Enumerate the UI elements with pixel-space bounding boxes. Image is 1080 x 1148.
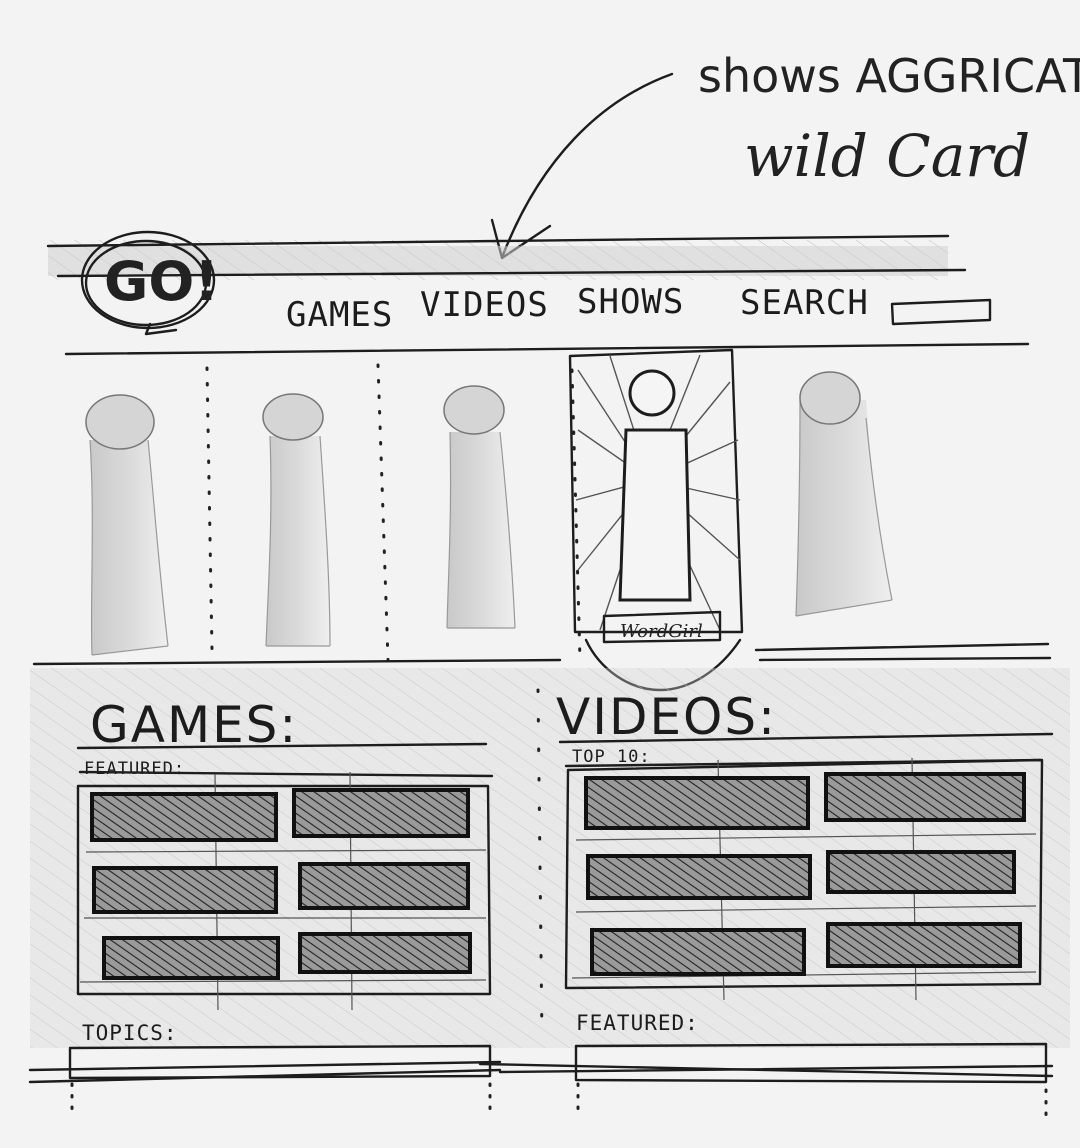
videos-featured-strip[interactable] — [478, 1042, 1054, 1084]
carousel-dividers — [205, 363, 582, 662]
carousel-item-5[interactable] — [795, 371, 893, 617]
annotation-line-1: shows AGGRICATE — [698, 49, 1080, 103]
games-featured-tile-4[interactable] — [298, 862, 470, 910]
games-featured-tile-6[interactable] — [298, 932, 472, 974]
games-title-rule — [76, 742, 488, 750]
header-bar — [46, 234, 1030, 356]
videos-top10-tile-5[interactable] — [590, 928, 806, 976]
annotation-arrow — [490, 72, 674, 260]
games-featured-tile-5[interactable] — [102, 936, 280, 980]
carousel-item-1[interactable] — [85, 394, 169, 656]
carousel-item-2[interactable] — [262, 393, 331, 647]
carousel-bottom-rule — [32, 642, 1052, 666]
videos-top10-tile-4[interactable] — [826, 850, 1016, 894]
annotation-line-2: wild Card — [744, 122, 1030, 190]
games-featured-tile-3[interactable] — [92, 866, 278, 914]
videos-top10-tile-3[interactable] — [586, 854, 812, 900]
carousel-item-3[interactable] — [443, 385, 516, 629]
videos-top10-tile-6[interactable] — [826, 922, 1022, 968]
videos-top10-tile-2[interactable] — [824, 772, 1026, 822]
search-input[interactable] — [890, 298, 992, 326]
videos-top10-label: TOP 10: — [572, 747, 651, 767]
nav-videos[interactable]: VIDEOS — [420, 285, 549, 325]
logo[interactable]: GO! — [80, 230, 219, 336]
videos-title-rule — [558, 732, 1054, 744]
section-divider — [536, 688, 544, 1042]
carousel-item-featured[interactable]: WordGirl — [568, 348, 744, 692]
topics-strip[interactable] — [28, 1044, 502, 1084]
videos-featured-label: FEATURED: — [576, 1011, 699, 1035]
nav-search: SEARCH — [740, 283, 869, 323]
games-featured-tile-2[interactable] — [292, 788, 470, 838]
featured-show-name: WordGirl — [620, 621, 703, 642]
bottom-continuation-dots — [70, 1082, 1048, 1118]
games-featured-tile-1[interactable] — [90, 792, 278, 842]
games-featured-label: FEATURED: — [84, 759, 185, 779]
games-section-title: GAMES: — [90, 696, 298, 754]
logo-text: GO! — [104, 250, 219, 313]
games-topics-label: TOPICS: — [82, 1021, 178, 1045]
nav-shows[interactable]: SHOWS — [577, 282, 684, 322]
nav-games[interactable]: GAMES — [286, 295, 393, 335]
videos-top10-tile-1[interactable] — [584, 776, 810, 830]
videos-section-title: VIDEOS: — [556, 688, 777, 746]
